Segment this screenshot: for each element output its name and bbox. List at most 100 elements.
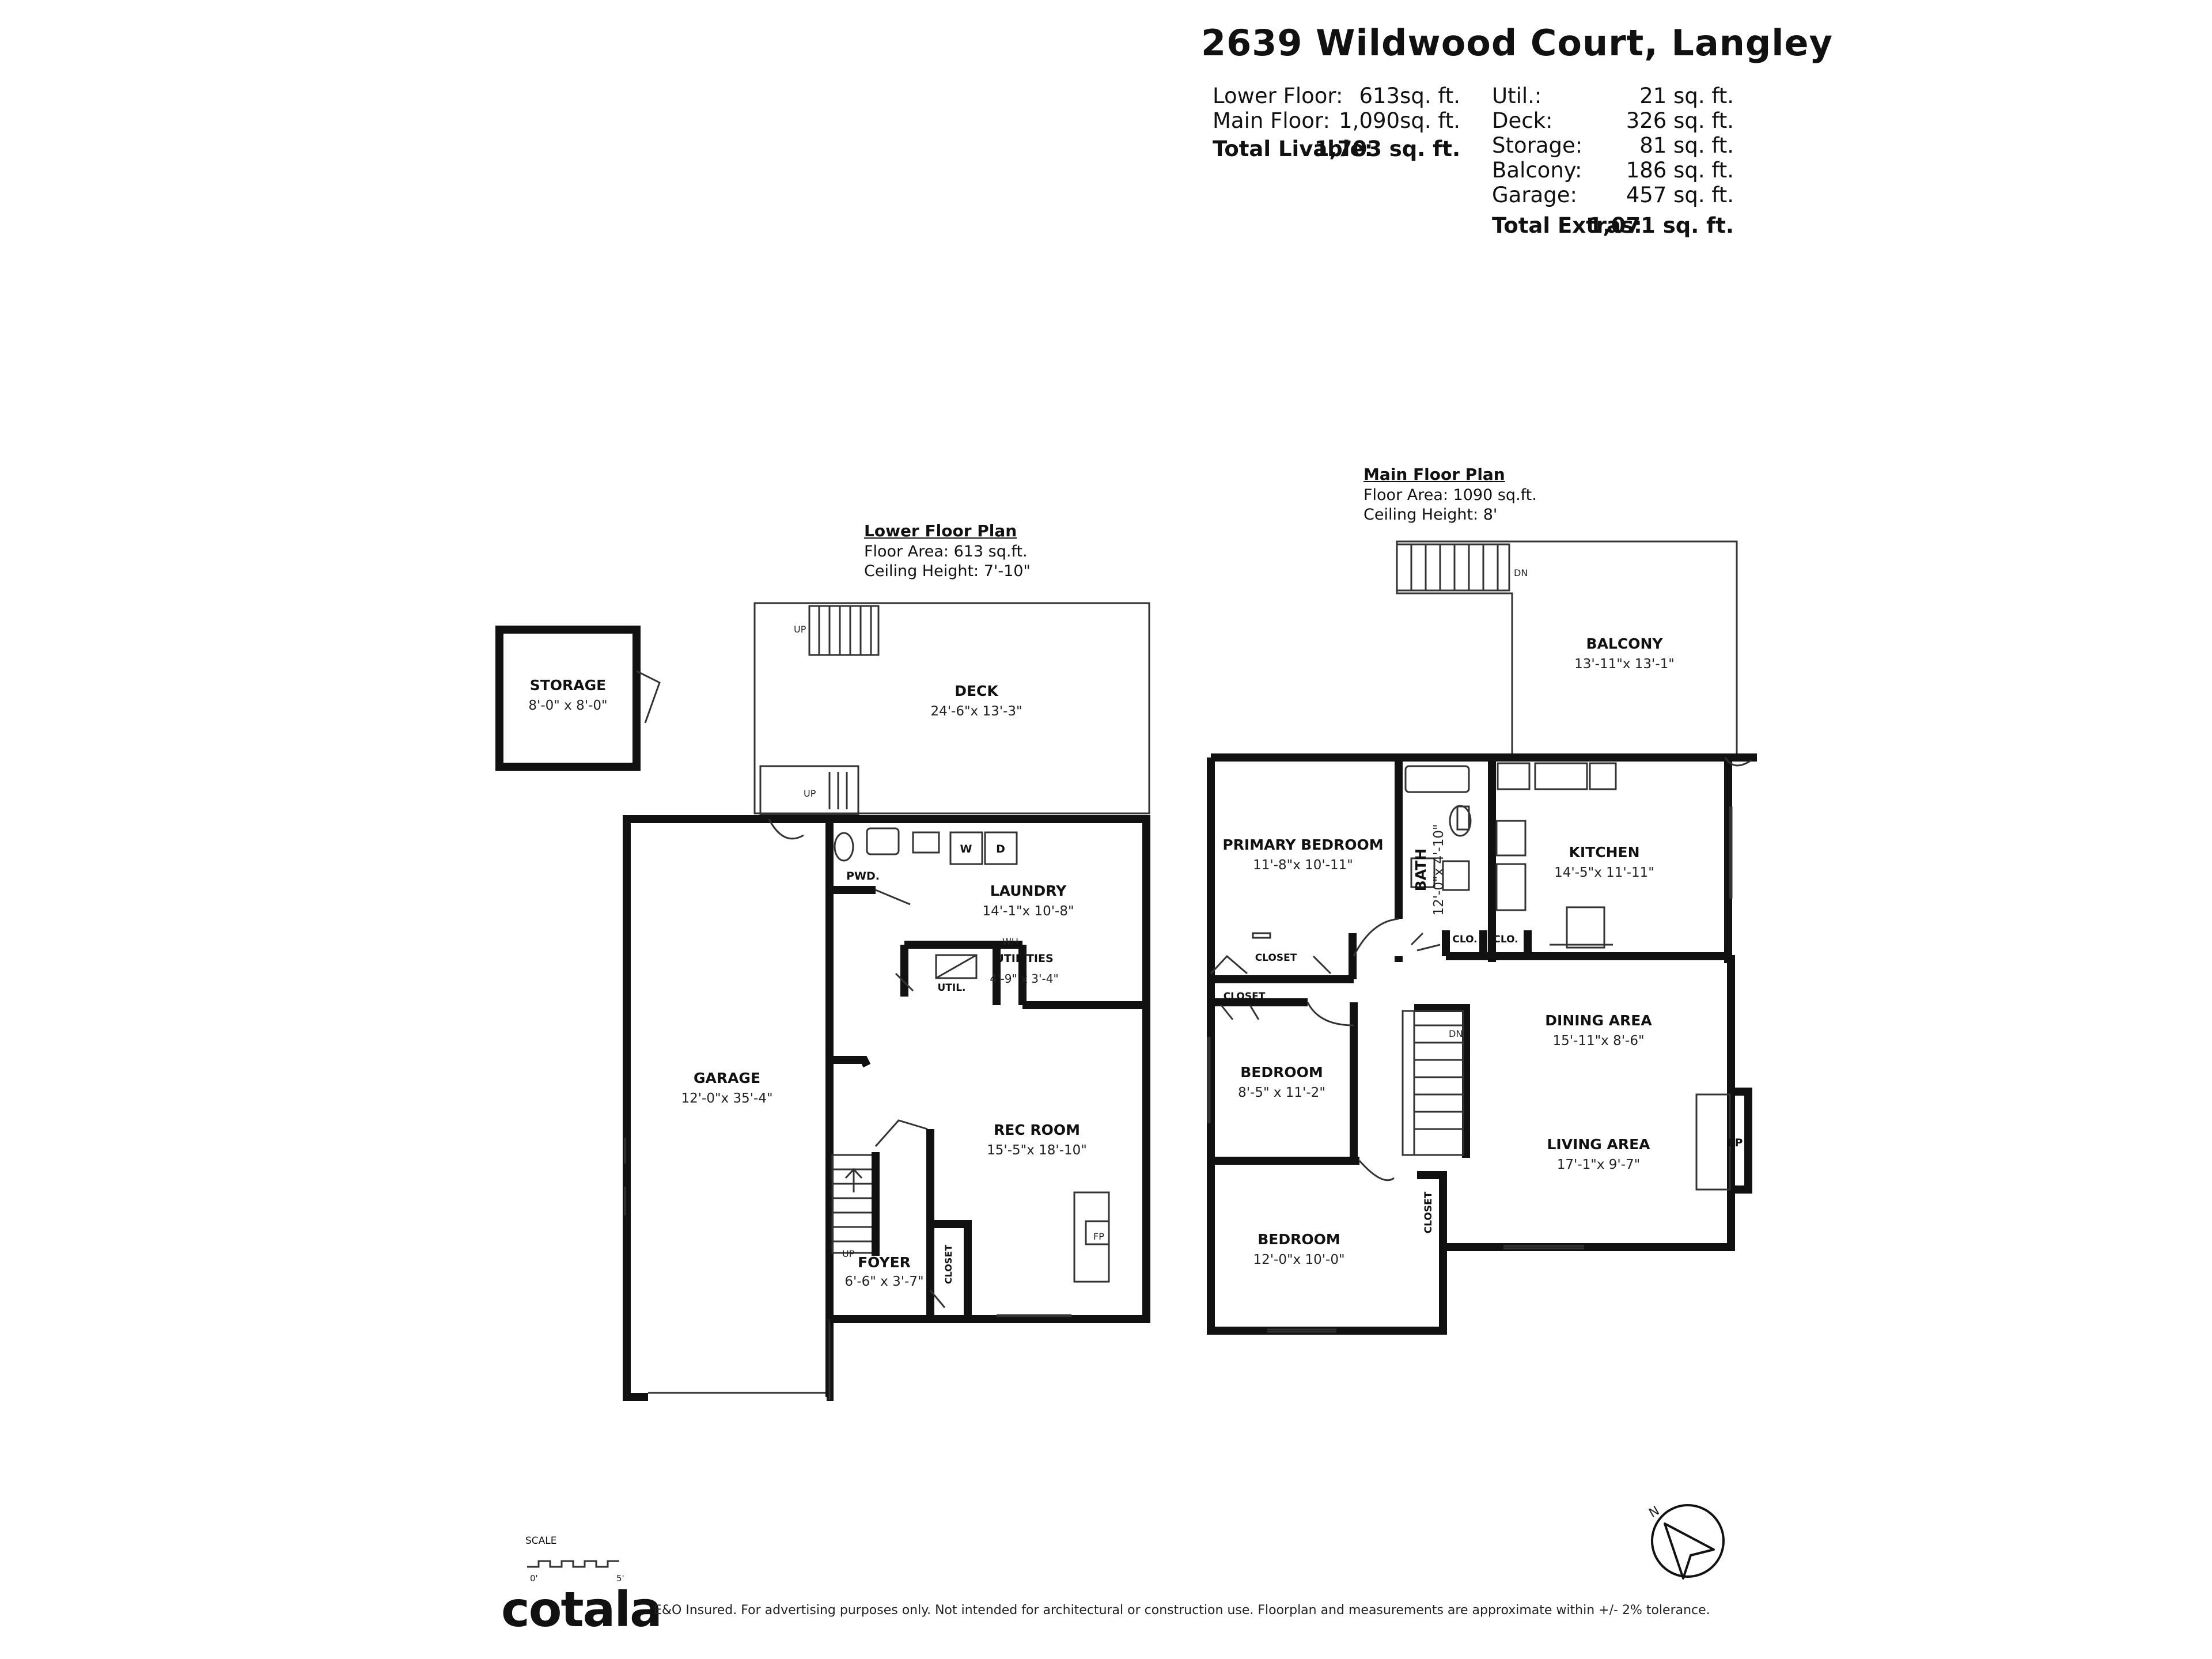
storage-room-name: STORAGE — [530, 677, 607, 694]
area-label: Deck: — [1492, 108, 1553, 133]
washer-marker: W — [960, 843, 972, 855]
balcony-stairs — [1396, 543, 1510, 592]
compass: N — [1647, 1503, 1725, 1580]
area-value: 81 sq. ft. — [1639, 133, 1734, 158]
foyer-closet-name: CLOSET — [943, 1245, 954, 1284]
primary-bedroom-name: PRIMARY BEDROOM — [1222, 836, 1383, 853]
bedroom-2-name: BEDROOM — [1257, 1231, 1340, 1248]
foyer-up-marker: UP — [842, 1248, 855, 1259]
bedroom-1-name: BEDROOM — [1240, 1064, 1323, 1081]
area-row-lower-floor: Lower Floor: 613sq. ft. — [1213, 84, 1460, 108]
kitchen-room-dim: 14'-5"x 11'-11" — [1554, 865, 1654, 880]
bath-room-dim: 12'-0"x 4'-10" — [1431, 824, 1446, 915]
area-row-main-floor: Main Floor: 1,090sq. ft. — [1213, 108, 1460, 133]
scale-label: SCALE — [525, 1535, 557, 1547]
deck-outline — [753, 602, 1150, 815]
lower-floor-ceiling: Ceiling Height: 7'-10" — [864, 562, 1031, 580]
scale-max: 5' — [616, 1573, 624, 1584]
main-floor-plan: DN — [1207, 540, 1757, 1335]
area-value: 1,703 sq. ft. — [1314, 137, 1460, 161]
area-row-storage: Storage: 81 sq. ft. — [1492, 133, 1734, 158]
deck-stairs — [808, 605, 880, 656]
area-label: Main Floor: — [1213, 108, 1330, 133]
lower-floor-area: Floor Area: 613 sq.ft. — [864, 543, 1028, 560]
garage-room-name: GARAGE — [694, 1070, 760, 1086]
balcony-room-dim: 13'-11"x 13'-1" — [1574, 657, 1675, 672]
rec-room-dim: 15'-5"x 18'-10" — [987, 1143, 1087, 1158]
garage-door-swing — [768, 819, 804, 840]
foyer-room-name: FOYER — [858, 1254, 911, 1271]
balcony-dn-marker: DN — [1514, 567, 1528, 578]
area-label: Garage: — [1492, 183, 1577, 207]
main-floor-ceiling: Ceiling Height: 8' — [1363, 506, 1498, 524]
hall-closet-name: CLOSET — [1423, 1191, 1434, 1233]
utilities-room-name: UTILITIES — [995, 952, 1053, 965]
area-value: 1,090sq. ft. — [1339, 108, 1460, 133]
bedroom-1-dim: 8'-5" x 11'-2" — [1238, 1085, 1325, 1100]
area-value: 457 sq. ft. — [1626, 183, 1734, 207]
deck-up-marker: UP — [794, 624, 806, 635]
main-floor-area: Floor Area: 1090 sq.ft. — [1363, 486, 1537, 504]
rec-fireplace-marker: FP — [1093, 1231, 1104, 1242]
clo-2-name: CLO. — [1493, 934, 1518, 945]
scale-bar: 0' 5' — [527, 1560, 624, 1584]
main-stairs — [1402, 1010, 1464, 1156]
garage-room-dim: 12'-0"x 35'-4" — [681, 1091, 772, 1106]
area-value: 21 sq. ft. — [1639, 84, 1734, 108]
rec-room-name: REC ROOM — [994, 1122, 1080, 1138]
utilities-room-dim: 4'-9" x 3'-4" — [990, 972, 1058, 986]
area-value: 326 sq. ft. — [1626, 108, 1734, 133]
area-value: 186 sq. ft. — [1626, 158, 1734, 183]
util-room-name: UTIL. — [937, 982, 965, 994]
main-exterior-walls — [1207, 753, 1757, 1335]
living-area-dim: 17'-1"x 9'-7" — [1557, 1157, 1641, 1172]
laundry-room-name: LAUNDRY — [990, 882, 1067, 899]
area-label: Total Extras: — [1492, 213, 1642, 238]
area-label: Total Livable: — [1213, 137, 1373, 161]
lower-floor-plan: UP UP W D WH — [495, 602, 1150, 1401]
main-stairs-dn-marker: DN — [1449, 1028, 1463, 1039]
scale-min: 0' — [530, 1573, 538, 1584]
kitchen-room-name: KITCHEN — [1569, 844, 1640, 861]
storage-door-swing — [636, 670, 661, 724]
primary-closet-name: CLOSET — [1255, 952, 1297, 964]
clo-1-name: CLO. — [1452, 934, 1477, 945]
balcony-outline — [1396, 540, 1738, 757]
water-heater-marker: WH — [1002, 936, 1018, 947]
area-row-total-extras: Total Extras: 1,071 sq. ft. — [1492, 213, 1734, 238]
footer-disclaimer: E&O Insured. For advertising purposes on… — [654, 1603, 1710, 1618]
bedroom-2-dim: 12'-0"x 10'-0" — [1253, 1252, 1344, 1267]
bath-room-name: BATH — [1412, 849, 1429, 891]
living-area-name: LIVING AREA — [1547, 1136, 1650, 1153]
area-row-garage: Garage: 457 sq. ft. — [1492, 183, 1734, 207]
dining-area-dim: 15'-11"x 8'-6" — [1552, 1033, 1644, 1048]
area-value: 613sq. ft. — [1359, 84, 1460, 108]
main-fireplace-marker: FP — [1728, 1137, 1743, 1149]
garage-walls — [623, 815, 830, 1401]
deck-room-name: DECK — [955, 683, 999, 699]
area-label: Storage: — [1492, 133, 1583, 158]
pwd-room-name: PWD. — [846, 870, 880, 882]
lower-floor-plan-title: Lower Floor Plan — [864, 521, 1017, 540]
storage-walls — [495, 626, 641, 771]
livable-area-table: Lower Floor: 613sq. ft. Main Floor: 1,09… — [1213, 84, 1460, 161]
deck-room-dim: 24'-6"x 13'-3" — [930, 704, 1022, 719]
lower-main-walls — [830, 815, 1150, 1323]
primary-bedroom-dim: 11'-8"x 10'-11" — [1253, 858, 1353, 873]
property-address: 2639 Wildwood Court, Langley — [1201, 22, 1834, 64]
dining-area-name: DINING AREA — [1545, 1012, 1652, 1029]
foyer-room-dim: 6'-6" x 3'-7" — [844, 1274, 923, 1289]
area-row-total-livable: Total Livable: 1,703 sq. ft. — [1213, 137, 1460, 161]
stairs-up-marker: UP — [804, 788, 816, 799]
main-floor-plan-title: Main Floor Plan — [1363, 465, 1505, 484]
area-row-balcony: Balcony: 186 sq. ft. — [1492, 158, 1734, 183]
dryer-marker: D — [996, 843, 1005, 855]
laundry-room-dim: 14'-1"x 10'-8" — [982, 904, 1074, 919]
area-value: 1,071 sq. ft. — [1588, 213, 1734, 238]
area-row-util: Util.: 21 sq. ft. — [1492, 84, 1734, 108]
brand-logo: cotala — [501, 1581, 662, 1638]
area-label: Balcony: — [1492, 158, 1582, 183]
area-row-deck: Deck: 326 sq. ft. — [1492, 108, 1734, 133]
bedroom-closet-name: CLOSET — [1224, 991, 1266, 1002]
